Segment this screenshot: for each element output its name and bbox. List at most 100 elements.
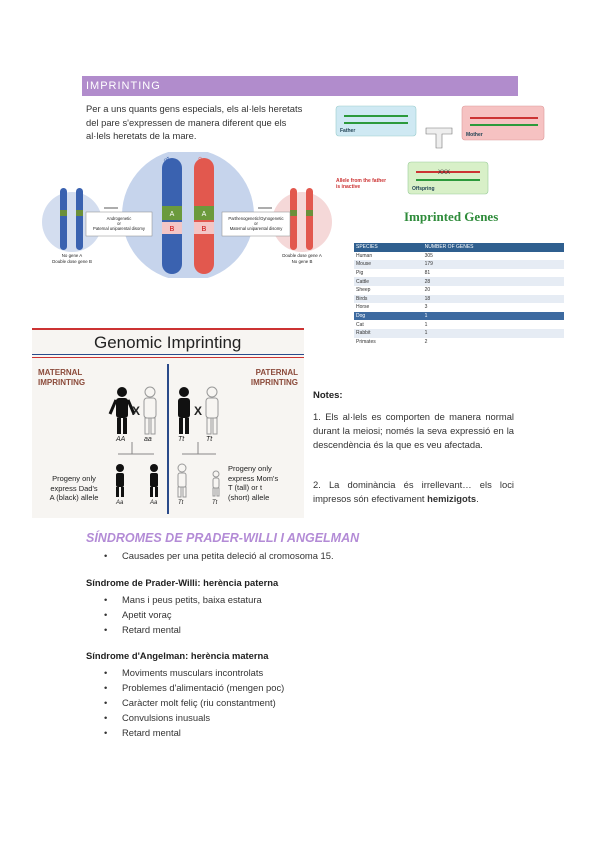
intro-line: al·lels heretats de la mare. bbox=[86, 130, 197, 141]
count-cell: 1 bbox=[422, 311, 564, 321]
gene-a-label: A bbox=[170, 211, 175, 218]
species-cell: Human bbox=[356, 252, 373, 259]
inheritance-figure: XXX Father Mother Offspring Allele from … bbox=[334, 104, 546, 200]
note-2-text: 2. La dominància és irrellevant… els loc… bbox=[313, 479, 514, 504]
list-item: Moviments musculars incontrolats bbox=[86, 665, 284, 680]
list-item: Problemes d'alimentació (mengen poc) bbox=[86, 680, 284, 695]
offspring-label: Offspring bbox=[412, 186, 435, 192]
offspring-genotype: Aa bbox=[150, 500, 158, 506]
imprinted-genes-title: Imprinted Genes bbox=[404, 209, 499, 224]
list-item: Retard mental bbox=[86, 622, 262, 637]
paternal-imprinting-label: PATERNAL IMPRINTING bbox=[250, 368, 298, 387]
prader-willi-list: Mans i peus petits, baixa estatura Apeti… bbox=[86, 592, 262, 637]
species-cell: Cat bbox=[356, 321, 364, 328]
genomic-imprinting-figure: Genomic Imprinting MATERNAL IMPRINTING P… bbox=[32, 328, 304, 518]
note-2-bold: hemizigots bbox=[427, 493, 477, 504]
count-cell: 305 bbox=[424, 252, 433, 259]
svg-text:XXX: XXX bbox=[438, 170, 450, 176]
syndromes-title: SÍNDROMES DE PRADER-WILLI I ANGELMAN bbox=[86, 531, 360, 545]
list-item: Mans i peus petits, baixa estatura bbox=[86, 592, 262, 607]
count-cell: 1 bbox=[424, 321, 428, 328]
cause-list: Causades per una petita deleció al cromo… bbox=[86, 548, 334, 563]
top-red-rule bbox=[32, 328, 304, 330]
table-header-row: SPECIES NUMBER OF GENES bbox=[354, 243, 564, 252]
section-header: IMPRINTING bbox=[82, 76, 518, 96]
list-item: Apetit voraç bbox=[86, 607, 262, 622]
inactive-allele-note: Allele from the father is inactive bbox=[336, 178, 387, 190]
angelman-list: Moviments musculars incontrolats Problem… bbox=[86, 665, 284, 740]
genotype-label: AA bbox=[116, 436, 126, 443]
left-caption: No gene A Double dose gene B bbox=[52, 253, 92, 264]
maternal-imprinting-label: MATERNAL IMPRINTING bbox=[38, 368, 86, 387]
gene-a-label: A bbox=[202, 211, 207, 218]
divider-line bbox=[167, 364, 169, 514]
list-item: Convulsions inusuals bbox=[86, 710, 284, 725]
gene-b-label: B bbox=[170, 226, 175, 233]
count-cell: 2 bbox=[424, 338, 428, 345]
table-row: Pig 81 bbox=[354, 269, 564, 278]
species-cell: Cattle bbox=[354, 277, 423, 286]
cross-symbol: X bbox=[194, 404, 203, 418]
count-cell: 20 bbox=[424, 287, 431, 294]
column-header: NUMBER OF GENES bbox=[422, 243, 564, 252]
title-rule-blue bbox=[32, 354, 304, 355]
table-row: Cat 1 bbox=[354, 320, 564, 329]
people-diagram bbox=[108, 386, 220, 498]
species-cell: Mouse bbox=[354, 260, 423, 269]
table-row: Human 305 bbox=[354, 252, 564, 261]
right-caption: Double dose gene A No gene B bbox=[282, 253, 322, 264]
offspring-genotype: Tt bbox=[212, 500, 218, 506]
mother-label: Mother bbox=[466, 132, 483, 138]
list-item: Retard mental bbox=[86, 725, 284, 740]
column-header: SPECIES bbox=[354, 243, 423, 252]
intro-line: Per a uns quants gens especials, els al·… bbox=[86, 103, 303, 114]
count-cell: 3 bbox=[424, 304, 428, 311]
intro-line: del pare s'expressen de manera diferent … bbox=[86, 116, 287, 128]
genotype-label: Tt bbox=[178, 436, 185, 443]
chromosome-diagram: A A B B bbox=[42, 152, 332, 278]
paternal-caption: Progeny only express Mom's T (tall) or t… bbox=[228, 464, 279, 502]
species-cell: Pig bbox=[356, 270, 364, 277]
species-cell: Primates bbox=[356, 338, 376, 345]
inheritance-diagram: XXX bbox=[335, 105, 545, 195]
count-cell: 18 bbox=[422, 294, 564, 304]
cross-symbol: X bbox=[132, 404, 141, 418]
species-cell: Birds bbox=[354, 294, 423, 304]
offspring-genotype: Tt bbox=[178, 500, 184, 506]
gynogenetic-label: Parthenogenetic/Gynogenetic or Maternal … bbox=[228, 216, 284, 231]
table-row: Primates 2 bbox=[354, 338, 564, 347]
note-2: 2. La dominància és irrellevant… els loc… bbox=[313, 478, 514, 506]
androgenetic-label: Androgenetic or Paternal uniparental dis… bbox=[93, 216, 145, 231]
table-row: Horse 3 bbox=[354, 303, 564, 312]
father-label: Father bbox=[340, 128, 356, 134]
section-title: IMPRINTING bbox=[86, 80, 161, 92]
note-2-end: . bbox=[476, 493, 479, 504]
offspring-genotype: Aa bbox=[116, 500, 124, 506]
species-cell: Sheep bbox=[356, 287, 371, 294]
count-cell: 179 bbox=[422, 260, 564, 269]
notes-title: Notes: bbox=[313, 390, 343, 401]
prader-willi-heading: Síndrome de Prader-Willi: herència pater… bbox=[86, 577, 279, 588]
species-cell: Dog bbox=[354, 311, 423, 321]
table-row: Sheep 20 bbox=[354, 286, 564, 295]
species-cell: Horse bbox=[356, 304, 370, 311]
title-rule-red bbox=[32, 357, 304, 358]
count-cell: 28 bbox=[422, 277, 564, 286]
count-cell: 1 bbox=[422, 328, 564, 338]
chromosome-figure: A A B B Androgenetic or Paternal unipare… bbox=[38, 152, 334, 278]
gene-b-label: B bbox=[202, 226, 207, 233]
maternal-caption: Progeny only express Dad's A (black) all… bbox=[49, 474, 99, 502]
list-item: Caràcter molt feliç (riu constantment) bbox=[86, 695, 284, 710]
count-cell: 81 bbox=[424, 270, 431, 277]
genotype-label: Tt bbox=[206, 436, 213, 443]
angelman-heading: Síndrome d'Angelman: herència materna bbox=[86, 650, 269, 661]
genomic-imprinting-title: Genomic Imprinting bbox=[94, 333, 242, 352]
genotype-label: aa bbox=[144, 436, 152, 443]
